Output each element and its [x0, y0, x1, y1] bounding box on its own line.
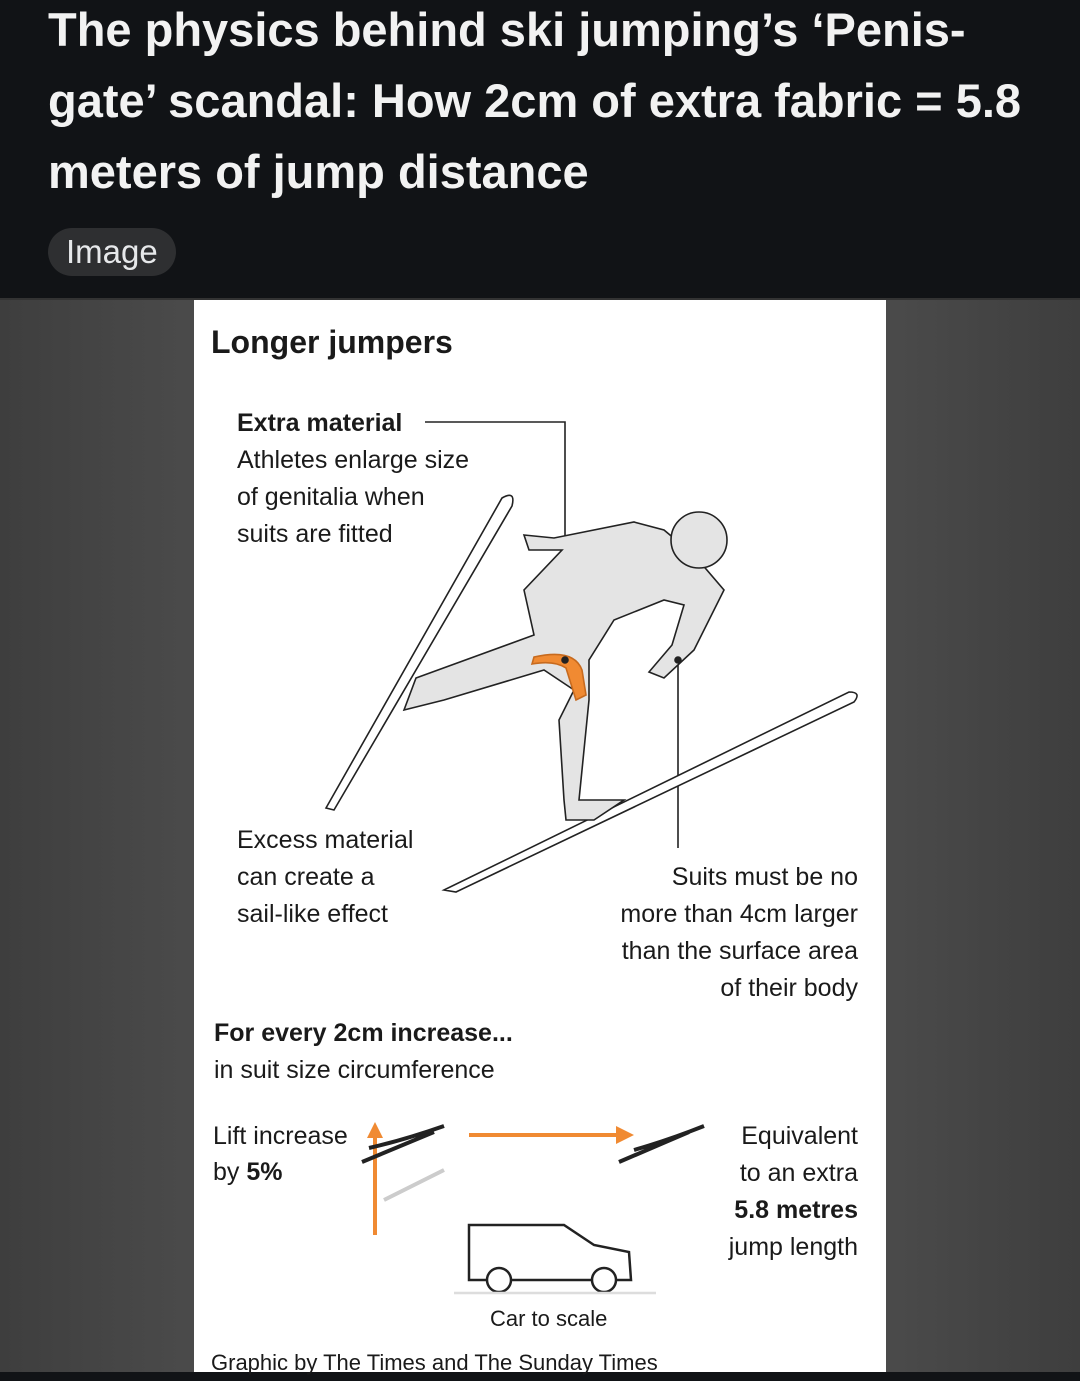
- lift-value: 5%: [246, 1158, 283, 1186]
- extra-heading: Extra material: [237, 409, 403, 437]
- car-icon: [454, 1223, 656, 1295]
- lift-label: Lift increase: [213, 1122, 348, 1150]
- lift-diagram: [361, 1122, 705, 1235]
- lift-value-line: by 5%: [213, 1154, 283, 1191]
- extra-line: of genitalia when: [237, 483, 425, 511]
- article-header: The physics behind ski jumping’s ‘Penis-…: [0, 0, 1080, 298]
- extra-line: suits are fitted: [237, 520, 393, 548]
- right-ski: [441, 691, 858, 893]
- excess-line: sail-like effect: [237, 900, 388, 928]
- skier-illustration: [324, 421, 858, 1295]
- left-ski: [324, 494, 514, 811]
- equiv-line: Equivalent: [741, 1122, 858, 1150]
- rule-line: more than 4cm larger: [620, 900, 858, 928]
- extra-line: Athletes enlarge size: [237, 446, 470, 474]
- equiv-line: to an extra: [739, 1159, 858, 1187]
- extra-material-highlight: [530, 653, 587, 702]
- image-badge[interactable]: Image: [48, 228, 176, 276]
- jumper-body: [402, 521, 725, 821]
- rule-line: than the surface area: [621, 937, 858, 965]
- rule-line: Suits must be no: [671, 863, 858, 891]
- excess-line: Excess material: [237, 826, 414, 854]
- infographic: Longer jumpers Extra material Athletes e…: [194, 300, 886, 1375]
- rule-line: of their body: [720, 974, 858, 1002]
- credit: Graphic by The Times and The Sunday Time…: [211, 1350, 658, 1375]
- equiv-line: jump length: [728, 1233, 858, 1261]
- lift-by: by: [213, 1158, 247, 1186]
- every-heading: For every 2cm increase...: [214, 1019, 513, 1047]
- article-title: The physics behind ski jumping’s ‘Penis-…: [48, 3, 1022, 198]
- equiv-value: 5.8 metres: [734, 1196, 858, 1224]
- graphic-title: Longer jumpers: [211, 324, 453, 360]
- car-label: Car to scale: [490, 1306, 608, 1331]
- every-sub: in suit size circumference: [214, 1056, 495, 1084]
- excess-line: can create a: [237, 863, 375, 891]
- helmet: [670, 511, 728, 569]
